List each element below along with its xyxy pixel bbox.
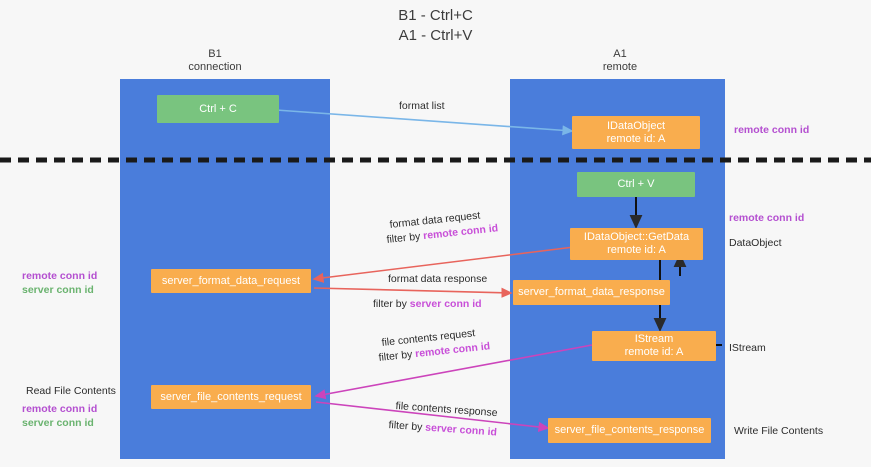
title-line-1: B1 - Ctrl+C (398, 7, 473, 24)
lane-b1-name: B1 (208, 48, 222, 60)
node-idataobject-line2: remote id: A (606, 132, 666, 145)
edge-label-format-data-response-line1: format data response (388, 273, 488, 285)
title-line-2: A1 - Ctrl+V (398, 27, 473, 44)
node-ctrl-v-label: Ctrl + V (617, 178, 655, 190)
node-server-format-data-response[interactable]: server_format_data_response (513, 280, 670, 305)
annotation-write-file-contents: Write File Contents (734, 424, 823, 438)
lane-b1-sub: connection (188, 61, 242, 73)
node-istream-line2: remote id: A (624, 346, 684, 358)
edge-label-file-contents-response-line1: file contents response (395, 400, 498, 420)
annotation-dataobject: DataObject (729, 236, 782, 250)
node-ctrl-c[interactable]: Ctrl + C (157, 95, 279, 123)
diagram-title: B1 - Ctrl+C A1 - Ctrl+V (0, 6, 871, 46)
node-getdata-line2: remote id: A (607, 244, 666, 256)
filter-by-text: filter by (386, 230, 424, 246)
filter-key-server-conn-id: server conn id (409, 298, 482, 310)
annotation-istream-text: IStream (729, 342, 766, 354)
annotation-remote-conn-id-top: remote conn id (734, 123, 809, 137)
node-server-format-data-request[interactable]: server_format_data_request (151, 269, 311, 293)
filter-by-text-4: filter by (388, 419, 426, 434)
node-file-req-label: server_file_contents_request (160, 390, 302, 403)
annotation-remote-conn-id-top-text: remote conn id (734, 124, 810, 136)
annotation-dataobject-text: DataObject (729, 237, 782, 249)
edge-label-format-data-response-line2: filter by server conn id (373, 298, 482, 311)
lane-a1-sub: remote (602, 61, 638, 73)
annotation-left-conn-ids-2: remote conn id server conn id (22, 402, 97, 430)
filter-by-text-2: filter by (373, 298, 410, 310)
annotation-remote-conn-id-mid-text: remote conn id (729, 212, 805, 224)
annotation-read-file-contents: Read File Contents (26, 384, 116, 398)
filter-key-server-conn-id-2: server conn id (424, 421, 498, 439)
annotation-write-file-contents-text: Write File Contents (734, 425, 824, 437)
lane-a1-name: A1 (613, 48, 627, 60)
lane-header-a1: A1 remote (560, 48, 680, 74)
node-getdata-line1: IDataObject::GetData (583, 231, 690, 243)
node-idataobject-line1: IDataObject (606, 119, 666, 132)
edge-label-file-contents-response-line2: filter by server conn id (388, 419, 497, 440)
node-fmt-res-label: server_format_data_response (518, 286, 665, 298)
annotation-left-server-conn-id-2: server conn id (22, 417, 94, 429)
edge-format-data-response (313, 287, 513, 298)
annotation-remote-conn-id-mid: remote conn id (729, 211, 804, 225)
annotation-left-conn-ids: remote conn id server conn id (22, 269, 97, 297)
node-fmt-req-label: server_format_data_request (161, 274, 301, 287)
node-server-file-contents-response[interactable]: server_file_contents_response (548, 418, 711, 443)
annotation-left-server-conn-id: server conn id (22, 284, 94, 296)
annotation-read-file-contents-text: Read File Contents (26, 385, 116, 397)
edge-label-format-list: format list (399, 100, 445, 112)
annotation-istream: IStream (729, 341, 766, 355)
node-ctrl-c-label: Ctrl + C (199, 102, 237, 115)
node-idataobject[interactable]: IDataObject remote id: A (572, 116, 700, 149)
node-file-res-label: server_file_contents_response (554, 424, 705, 436)
annotation-left-remote-conn-id-2: remote conn id (22, 403, 98, 415)
annotation-left-remote-conn-id: remote conn id (22, 270, 98, 282)
node-istream[interactable]: IStream remote id: A (592, 331, 716, 361)
node-istream-line1: IStream (634, 333, 674, 345)
lane-header-b1: B1 connection (155, 48, 275, 74)
node-server-file-contents-request[interactable]: server_file_contents_request (151, 385, 311, 409)
node-ctrl-v[interactable]: Ctrl + V (577, 172, 695, 197)
filter-by-text-3: filter by (378, 348, 416, 364)
node-getdata[interactable]: IDataObject::GetData remote id: A (570, 228, 703, 260)
